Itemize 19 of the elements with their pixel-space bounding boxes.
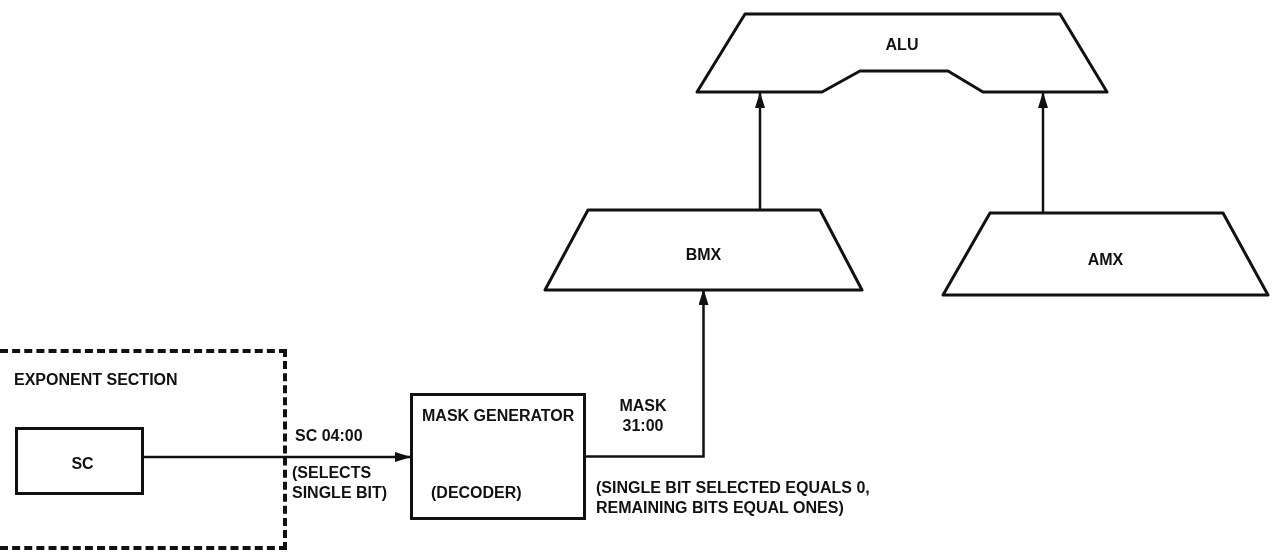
arrow xyxy=(755,92,765,210)
arrow xyxy=(586,289,709,458)
note-text: (SELECTS SINGLE BIT) xyxy=(292,463,389,503)
arrow xyxy=(1038,92,1048,213)
multiplexer-block xyxy=(943,213,1268,295)
multiplexer-block xyxy=(545,210,862,290)
note-text: (SINGLE BIT SELECTED EQUALS 0, REMAINING BITS EQUAL ONES) xyxy=(596,478,871,518)
block-label: ALU xyxy=(884,35,920,55)
block-label: BMX xyxy=(684,245,723,265)
section-title: EXPONENT SECTION xyxy=(14,370,178,390)
mask-generator-box xyxy=(410,393,586,520)
block-label: AMX xyxy=(1086,250,1125,270)
alu-block xyxy=(697,14,1107,93)
arrow xyxy=(144,452,411,462)
box-label: MASK GENERATOR xyxy=(422,406,576,426)
register-box xyxy=(15,427,144,495)
box-label: (DECODER) xyxy=(431,483,522,503)
section-boundary xyxy=(0,349,287,550)
box-label: SC xyxy=(70,454,95,474)
